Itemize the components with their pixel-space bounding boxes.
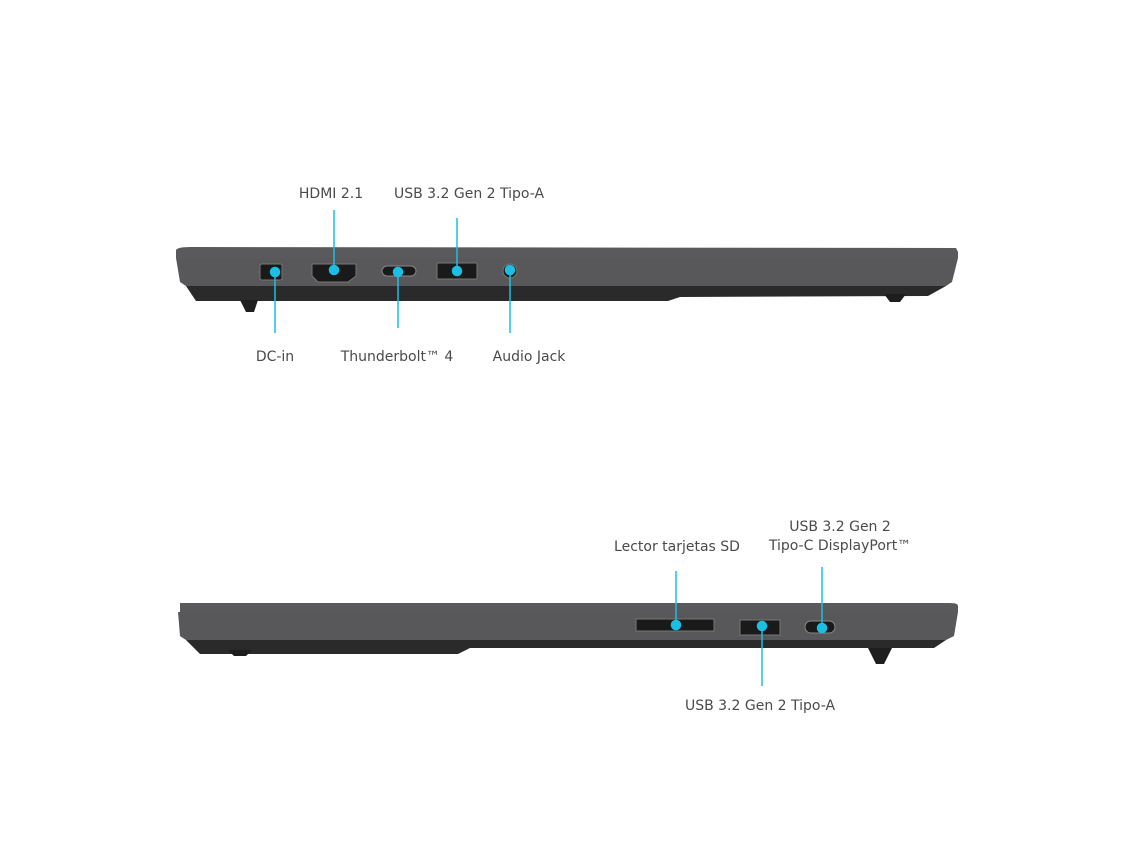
foot [240, 300, 258, 312]
label-thunderbolt: Thunderbolt™ 4 [340, 349, 454, 365]
foot [884, 294, 906, 302]
callout-dot [504, 264, 516, 276]
laptop-right-side [178, 603, 958, 664]
body [176, 258, 958, 286]
lid [180, 603, 958, 612]
base [186, 640, 946, 654]
foot [868, 648, 892, 664]
foot [228, 650, 252, 656]
label-sd-reader: Lector tarjetas SD [614, 539, 740, 555]
callout-dot [269, 266, 281, 278]
label-hdmi: HDMI 2.1 [298, 186, 364, 202]
label-usb-a-left: USB 3.2 Gen 2 Tipo-A [393, 186, 545, 202]
callout-dot [392, 266, 404, 278]
callout-dot [451, 265, 463, 277]
label-usb-a-right: USB 3.2 Gen 2 Tipo-A [684, 698, 836, 714]
label-usb-c-line2: Tipo-C DisplayPort™ [768, 538, 912, 554]
base [186, 286, 946, 301]
callout-dot [756, 620, 768, 632]
label-usb-c: USB 3.2 Gen 2 Tipo-C DisplayPort™ [769, 518, 911, 556]
lid [176, 247, 958, 258]
callout-dot [670, 619, 682, 631]
body [178, 612, 958, 640]
laptop-left-side [176, 247, 958, 312]
label-dc-in: DC-in [255, 349, 295, 365]
callout-dot [816, 622, 828, 634]
label-usb-c-line1: USB 3.2 Gen 2 [789, 519, 891, 535]
label-audio-jack: Audio Jack [492, 349, 566, 365]
callout-dot [328, 264, 340, 276]
